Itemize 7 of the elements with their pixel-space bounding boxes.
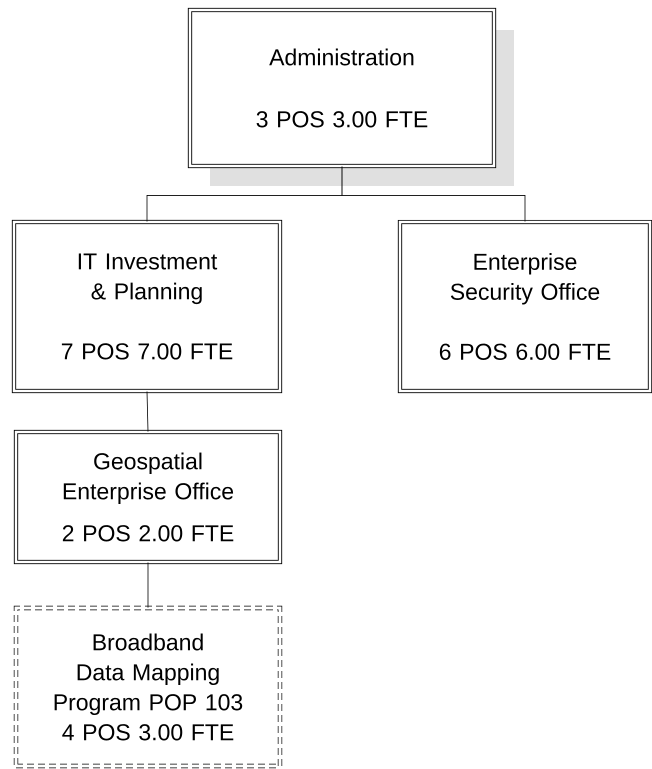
connector-line [146,391,148,432]
program-box: Broadband Data Mapping Program POP 103 4 POS 3.00 FTE [14,606,282,768]
org-box: IT Investment & Planning 7 POS 7.00 FTE [12,220,282,394]
connector-line [342,166,526,222]
org-box: Enterprise Security Office 6 POS 6.00 FTE [398,220,652,394]
org-box: Administration 3 POS 3.00 FTE [188,8,496,168]
org-box: Geospatial Enterprise Office 2 POS 2.00 FTE [14,430,282,564]
